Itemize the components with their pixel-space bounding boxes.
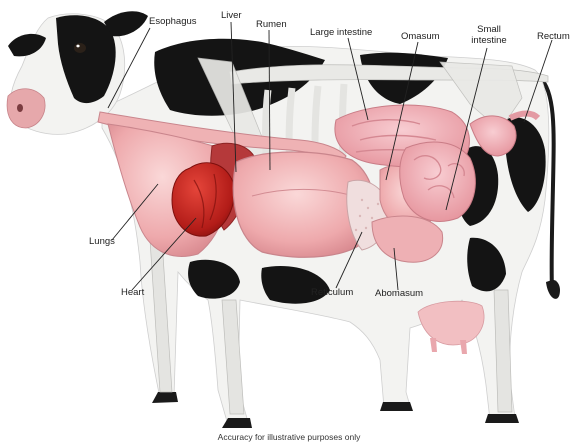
disclaimer-caption: Accuracy for illustrative purposes only [0,432,578,442]
label-rectum: Rectum [537,31,570,42]
tail-switch [546,280,560,299]
eye [74,43,86,53]
label-small-intestine: Small intestine [466,24,512,46]
label-lungs: Lungs [89,236,115,247]
label-reticulum: Reticulum [311,287,353,298]
hoof [380,402,413,411]
hooves [152,392,519,428]
ear-right [104,11,148,36]
udder [418,301,484,354]
teat [430,338,437,352]
label-liver: Liver [221,10,242,21]
label-esophagus: Esophagus [149,16,197,27]
teat [460,340,467,354]
hoof [485,414,519,423]
label-large-intestine: Large intestine [310,27,372,38]
label-abomasum: Abomasum [375,288,423,299]
label-heart: Heart [121,287,144,298]
nostril [17,104,23,112]
hoof [152,392,178,403]
label-rumen: Rumen [256,19,287,30]
label-omasum: Omasum [401,31,440,42]
small-intestine-organ [400,142,476,221]
